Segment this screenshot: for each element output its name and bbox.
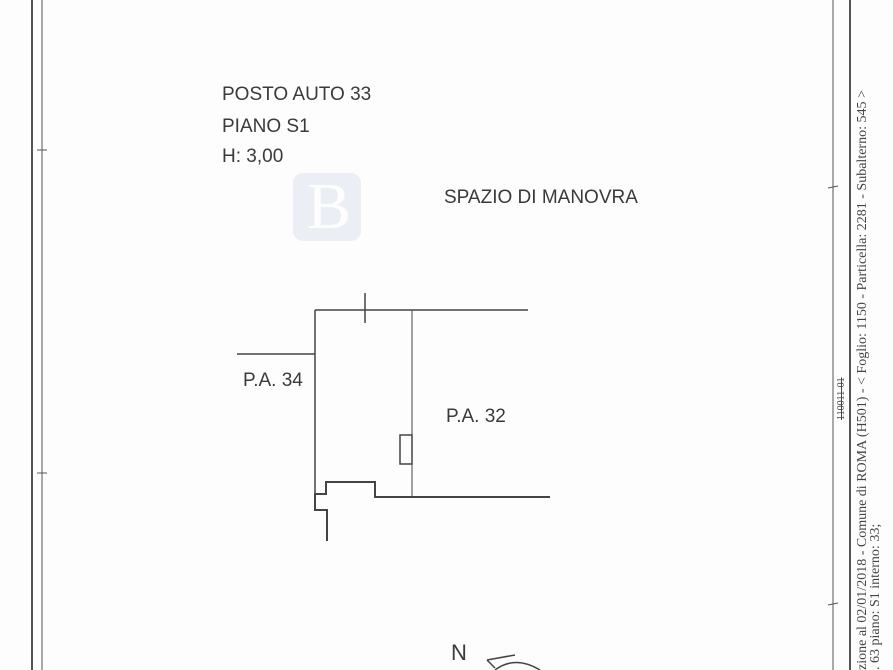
adjacent-left-label: P.A. 34: [243, 370, 303, 391]
north-arrow: [486, 654, 541, 670]
pillar: [399, 434, 413, 465]
floor-label: PIANO S1: [222, 116, 310, 137]
wall-bottom: [314, 481, 550, 541]
cadastral-info-line2: . 63 piano: S1 interno: 33;: [868, 523, 883, 670]
maneuver-space-label: SPAZIO DI MANOVRA: [444, 187, 638, 208]
stamp-code: 110011-01: [836, 377, 847, 420]
north-label: N: [451, 640, 467, 665]
adjacent-right-label: P.A. 32: [446, 406, 506, 427]
parking-title: POSTO AUTO 33: [222, 84, 372, 105]
watermark-logo: B: [293, 170, 361, 243]
height-label: H: 3,00: [222, 146, 284, 167]
